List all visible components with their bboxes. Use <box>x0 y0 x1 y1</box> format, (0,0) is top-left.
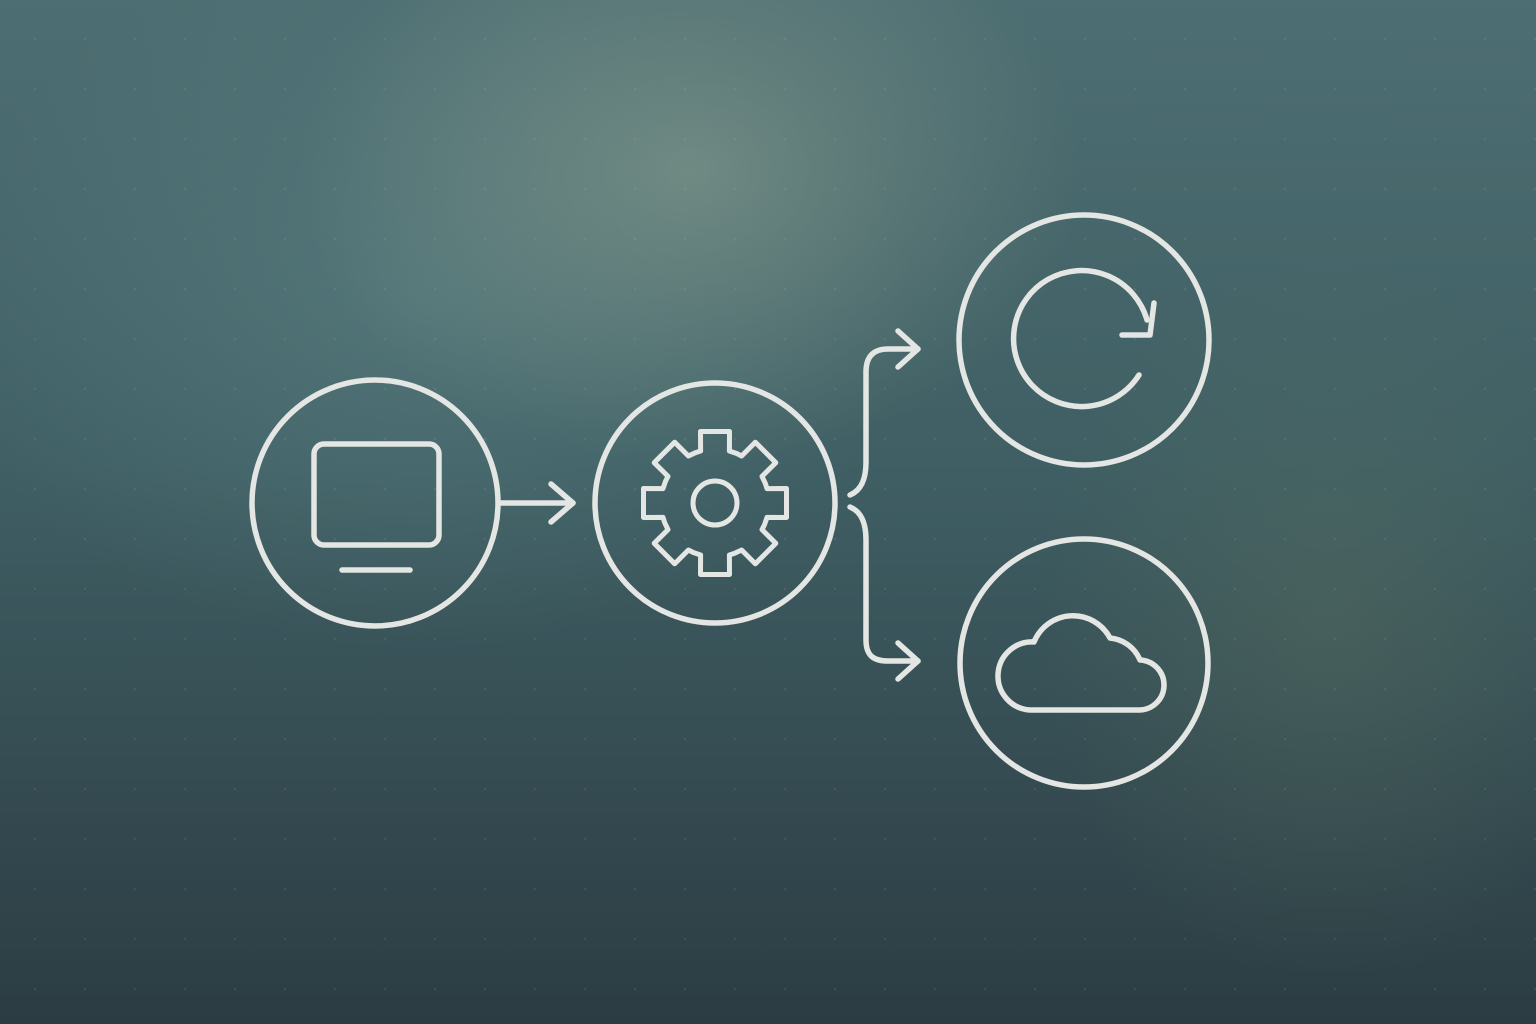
node-process <box>592 380 838 626</box>
node-computer-circle <box>249 377 501 629</box>
node-process-circle <box>592 380 838 626</box>
arrowhead-icon <box>548 481 576 525</box>
edge-process-to-sync <box>847 328 921 498</box>
node-computer <box>249 377 501 629</box>
arrowhead-icon <box>895 640 921 682</box>
gear-icon <box>641 429 789 577</box>
arrowhead-icon <box>895 328 921 370</box>
cloud-icon <box>995 613 1167 713</box>
node-sync-circle <box>956 212 1212 468</box>
refresh-icon <box>1010 267 1157 410</box>
monitor-icon <box>311 441 442 573</box>
edge-process-to-cloud <box>847 504 921 682</box>
edge-computer-to-process <box>497 481 576 525</box>
node-cloud <box>957 536 1211 790</box>
node-sync <box>956 212 1212 468</box>
node-cloud-circle <box>957 536 1211 790</box>
